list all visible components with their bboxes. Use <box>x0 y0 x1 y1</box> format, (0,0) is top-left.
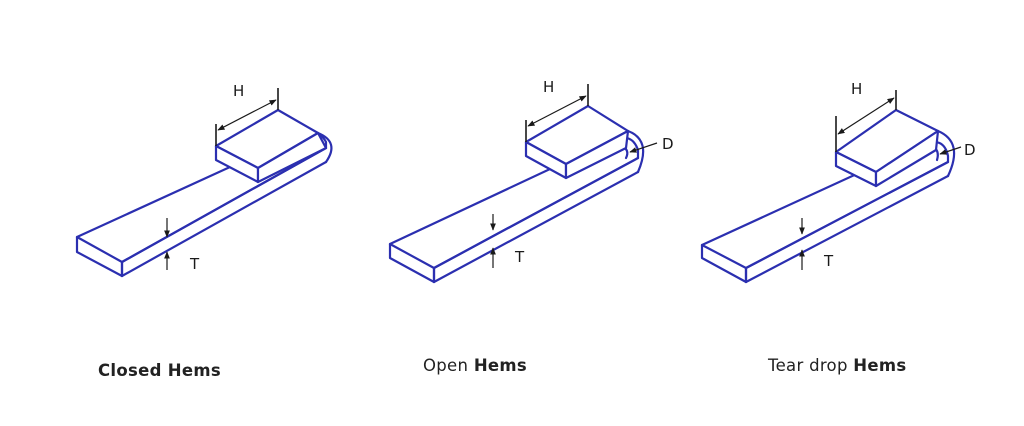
teardrop-hem-caption: Tear drop Hems <box>768 356 907 375</box>
teardrop-hem-gap-label: D <box>964 141 976 159</box>
open-hem-thickness-label: T <box>514 248 525 266</box>
closed-hem-diagram: H T <box>75 82 333 278</box>
open-hem-gap-leader <box>629 142 658 153</box>
open-hem-gap-label: D <box>662 135 674 153</box>
open-hem-bend <box>626 129 645 174</box>
teardrop-hem-thickness-label: T <box>823 252 834 270</box>
closed-hem-height-dimension <box>217 99 277 131</box>
open-hem-height-label: H <box>543 78 554 96</box>
open-hem-caption: Open Hems <box>423 356 528 375</box>
open-hem-diagram: H D T <box>388 78 674 284</box>
closed-hem-thickness-label: T <box>189 255 200 273</box>
teardrop-hem-bend <box>936 129 956 178</box>
closed-hem-height-label: H <box>233 82 244 100</box>
closed-hem-caption: Closed Hems <box>98 361 221 380</box>
teardrop-hem-diagram: H D T <box>700 80 976 284</box>
teardrop-hem-height-label: H <box>851 80 862 98</box>
closed-hem-bend <box>316 131 333 164</box>
